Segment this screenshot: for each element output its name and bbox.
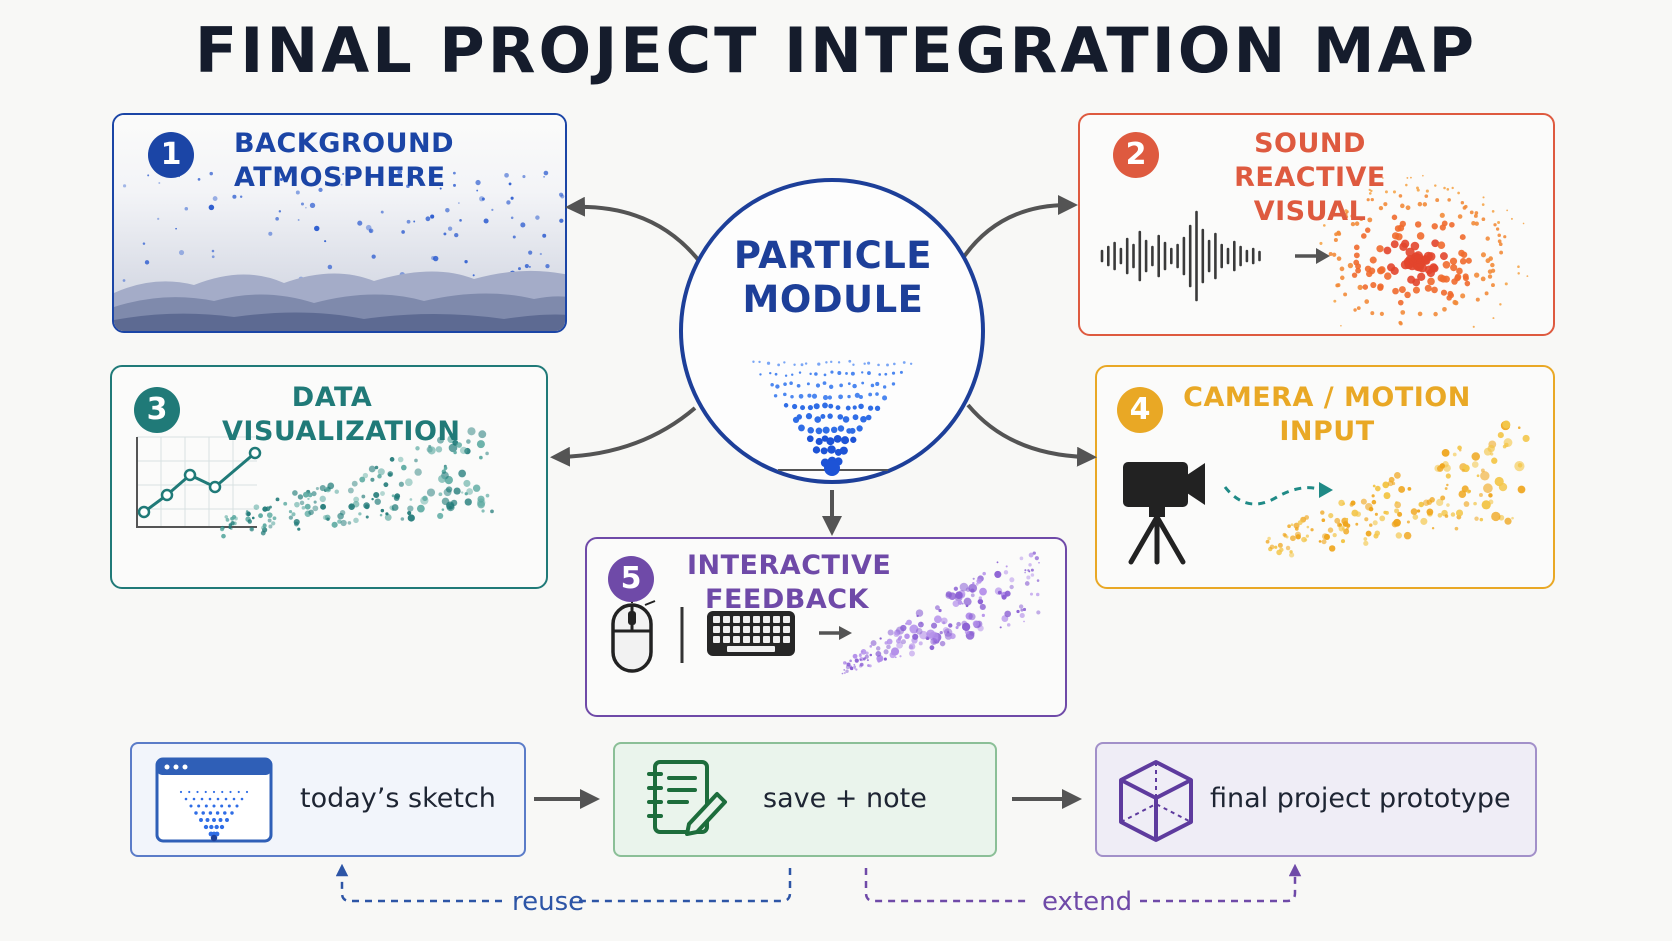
reuse-loop	[342, 868, 792, 903]
flow-step-final-prototype: final project prototype	[1095, 742, 1537, 857]
card-title: CAMERA / MOTION INPUT	[1183, 382, 1471, 447]
card-title: INTERACTIVE FEEDBACK	[687, 550, 892, 615]
arrow-to-camera	[966, 403, 1097, 467]
flow-step-label: today’s sketch	[300, 783, 496, 814]
card-background-atmosphere: 1 BACKGROUND ATMOSPHERE	[112, 113, 567, 333]
flow-step-label: final project prototype	[1210, 783, 1511, 814]
flow-step-todays-sketch: today’s sketch	[130, 742, 526, 857]
camera-motion-illustration	[1123, 420, 1530, 565]
extend-loop	[864, 868, 1295, 903]
flow-step-save-note: save + note	[613, 742, 997, 857]
extend-label: extend	[1042, 887, 1133, 917]
notebook-pencil-icon	[647, 760, 727, 836]
data-visualization-illustration	[136, 427, 494, 539]
sound-reactive-illustration	[1100, 174, 1529, 328]
particle-module-circle	[679, 178, 985, 484]
center-module-label: PARTICLE MODULE	[733, 234, 933, 321]
background-atmosphere-illustration	[114, 115, 565, 331]
card-interactive-feedback: 5 INTERACTIVE FEEDBACK	[585, 537, 1067, 717]
page-title: FINAL PROJECT INTEGRATION MAP	[194, 14, 1478, 87]
card-number-badge: 2	[1113, 132, 1159, 178]
card-title: BACKGROUND ATMOSPHERE	[234, 128, 455, 193]
card-number-badge: 3	[134, 387, 180, 433]
card-number-badge: 1	[148, 132, 194, 178]
card-number-badge: 4	[1117, 387, 1163, 433]
interactive-feedback-illustration	[611, 551, 1041, 675]
card-sound-reactive-visual: 2 SOUND REACTIVE VISUAL	[1078, 113, 1555, 336]
cube-icon	[1119, 760, 1193, 842]
card-title: SOUND REACTIVE VISUAL	[1234, 128, 1386, 227]
card-number-badge: 5	[608, 556, 654, 602]
flow-step-label: save + note	[763, 783, 927, 814]
card-camera-motion-input: 4 CAMERA / MOTION INPUT	[1095, 365, 1555, 589]
arrow-to-data	[550, 406, 697, 467]
arrow-to-background	[565, 196, 702, 264]
card-data-visualization: 3 DATA VISUALIZATION	[110, 365, 548, 589]
browser-window-icon	[155, 757, 273, 843]
card-title: DATA VISUALIZATION	[222, 382, 461, 447]
arrow-to-sound	[961, 195, 1078, 260]
